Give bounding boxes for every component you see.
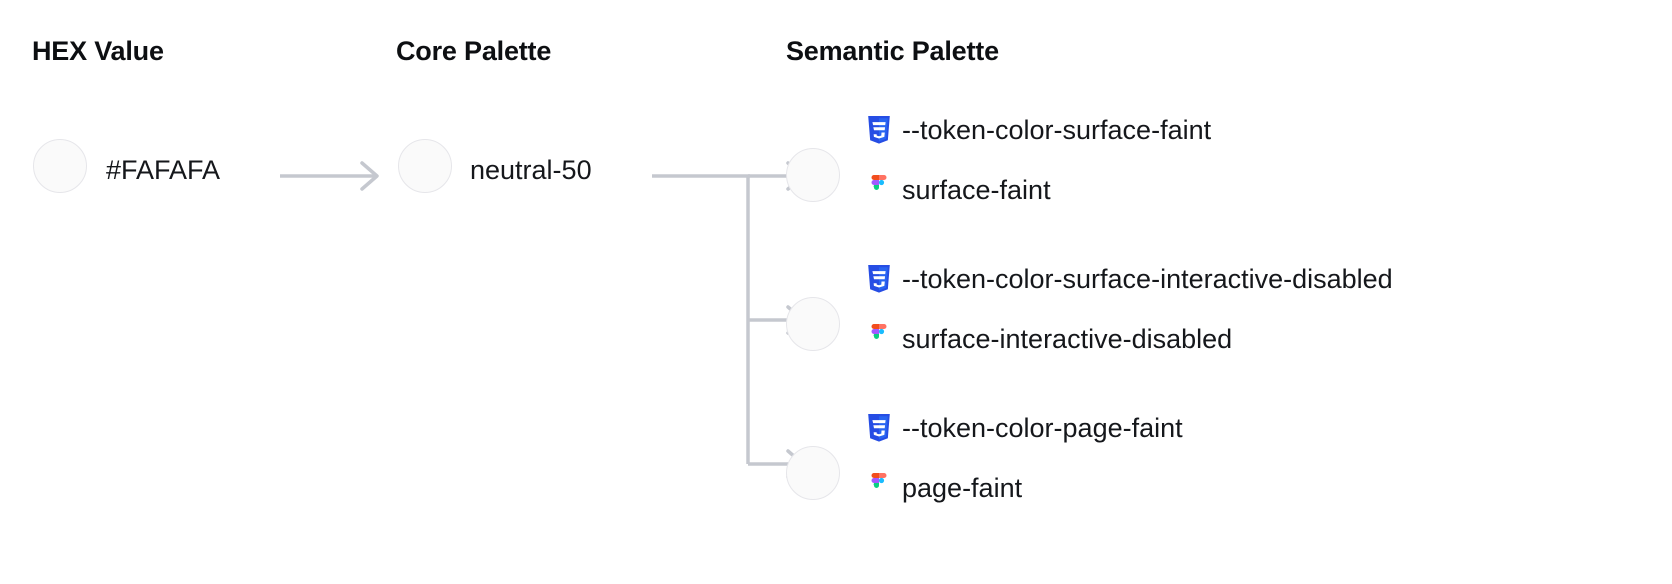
hex-value-label: #FAFAFA	[106, 155, 221, 185]
semantic-color-swatch	[786, 148, 840, 202]
semantic-row: --token-color-surface-interactive-disabl…	[786, 264, 1666, 384]
figma-token-line: page-faint	[866, 473, 1022, 503]
semantic-row: --token-color-surface-faint surface-fain…	[786, 115, 1666, 235]
semantic-color-swatch	[786, 446, 840, 500]
figma-icon	[866, 324, 892, 354]
css3-icon	[866, 264, 892, 294]
column-header-semantic-palette: Semantic Palette	[786, 36, 999, 66]
css-token-line: --token-color-surface-interactive-disabl…	[866, 264, 1393, 294]
css-token-line: --token-color-page-faint	[866, 413, 1183, 443]
css-token-label: --token-color-page-faint	[902, 412, 1183, 443]
figma-token-label: surface-faint	[902, 174, 1051, 205]
core-color-swatch	[398, 139, 452, 193]
semantic-color-swatch	[786, 297, 840, 351]
column-header-hex-value: HEX Value	[32, 36, 164, 66]
semantic-row: --token-color-page-faint page-faint	[786, 413, 1666, 533]
figma-icon	[866, 175, 892, 205]
css3-icon	[866, 413, 892, 443]
figma-token-label: page-faint	[902, 472, 1023, 503]
figma-token-label: surface-interactive-disabled	[902, 323, 1233, 354]
column-header-core-palette: Core Palette	[396, 36, 552, 66]
arrow-right-icon-hex-to-core	[280, 161, 379, 191]
core-value-label: neutral-50	[470, 155, 592, 185]
css3-icon	[866, 115, 892, 145]
figma-icon	[866, 473, 892, 503]
figma-token-line: surface-faint	[866, 175, 1051, 205]
figma-token-line: surface-interactive-disabled	[866, 324, 1232, 354]
hex-color-swatch	[33, 139, 87, 193]
css-token-label: --token-color-surface-faint	[902, 114, 1212, 145]
css-token-line: --token-color-surface-faint	[866, 115, 1211, 145]
css-token-label: --token-color-surface-interactive-disabl…	[902, 263, 1393, 294]
